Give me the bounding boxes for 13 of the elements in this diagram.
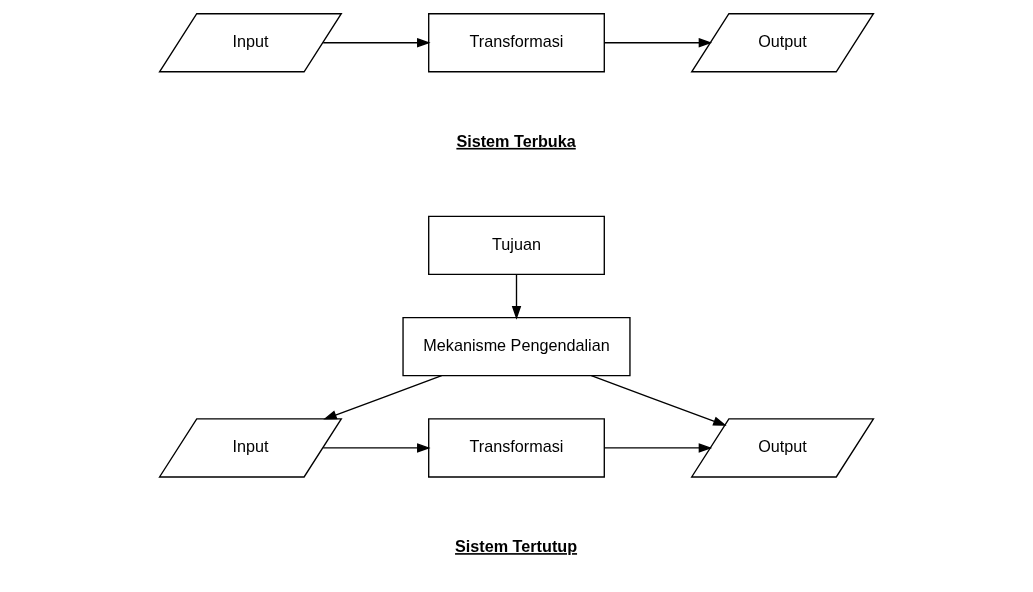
arrow bbox=[603, 38, 713, 48]
node-box: Mekanisme Pengendalian bbox=[402, 316, 631, 377]
arrow bbox=[322, 443, 431, 453]
arrow bbox=[511, 274, 522, 320]
label: Sistem Terbuka bbox=[456, 131, 576, 150]
arrow bbox=[322, 38, 431, 48]
arrow bbox=[590, 375, 727, 426]
arrow bbox=[603, 443, 713, 453]
node-box: Transformasi bbox=[428, 13, 605, 73]
arrow bbox=[323, 375, 443, 420]
node-box: Transformasi bbox=[428, 418, 605, 478]
label: Sistem Tertutup bbox=[455, 537, 578, 556]
node-box: Tujuan bbox=[428, 215, 605, 276]
